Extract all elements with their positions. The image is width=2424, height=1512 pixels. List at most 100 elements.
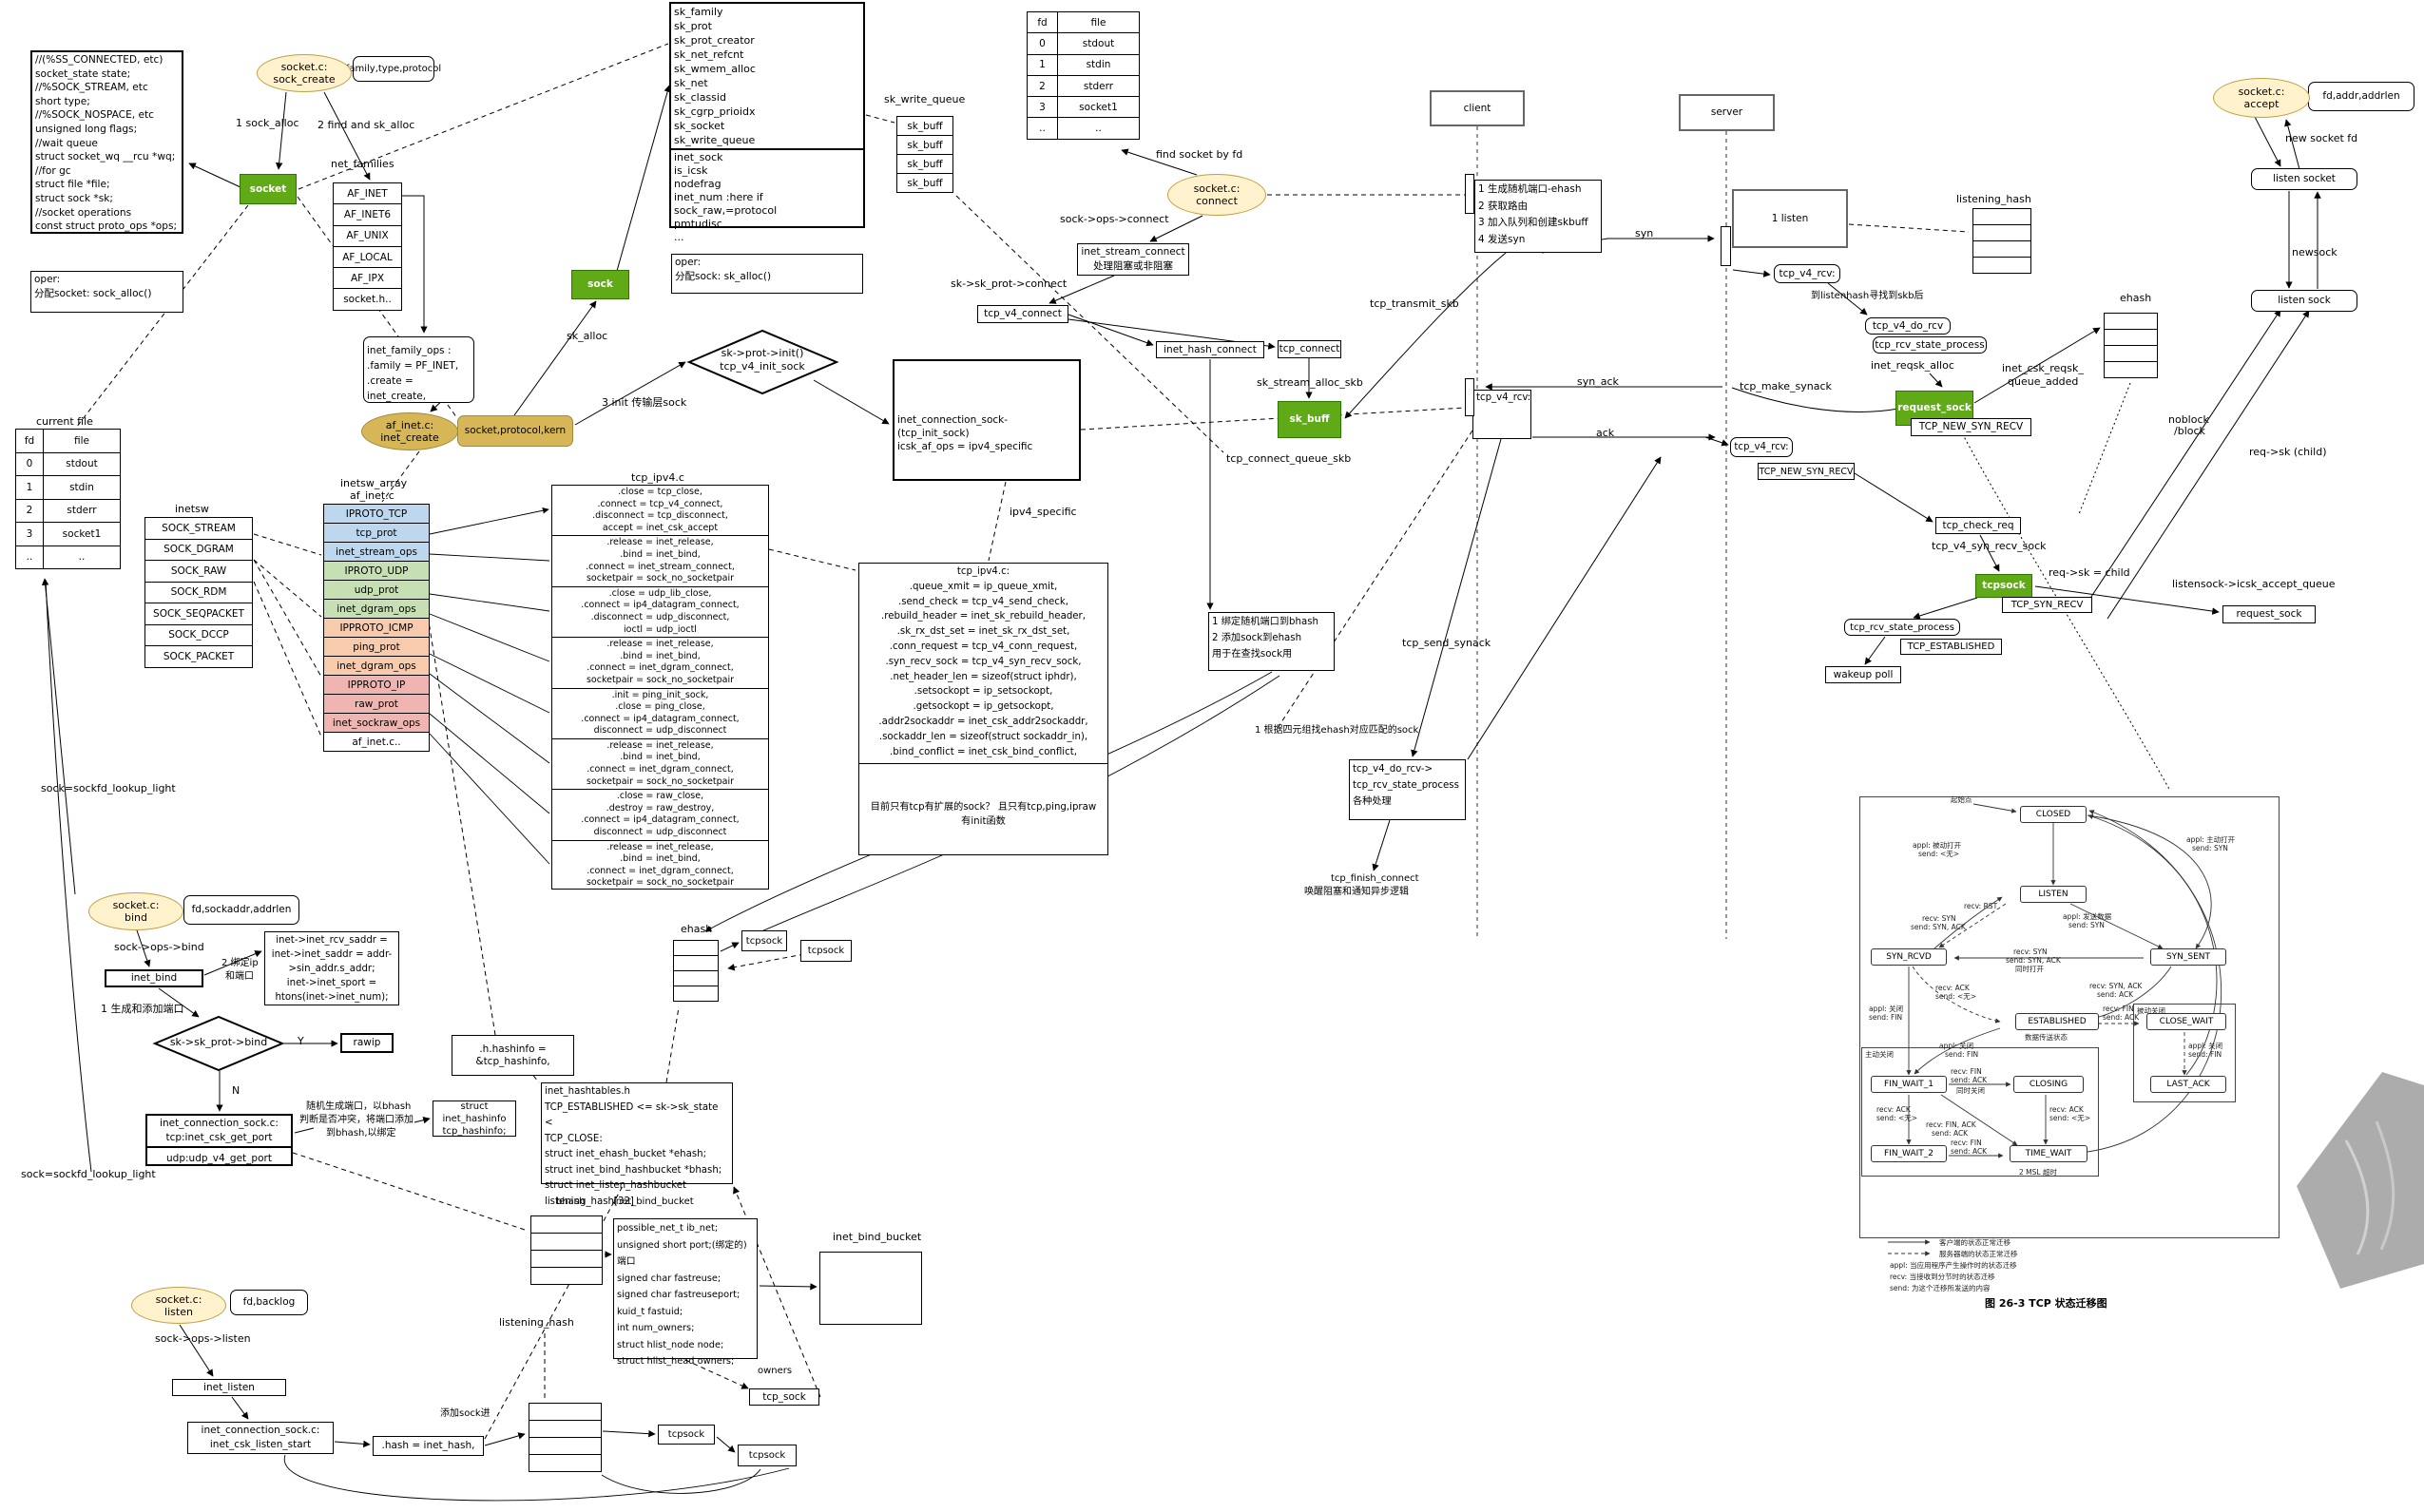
param-fd-backlog: fd,backlog [230,1290,308,1315]
st-3: recv: RST [1964,902,1998,910]
listening-hash-table-right-row [1972,224,2031,241]
tcp-ipv4-fields-box: tcp_ipv4.c:.queue_xmit = ip_queue_xmit,.… [858,563,1108,855]
listen-note-box: 1 listen [1732,189,1848,248]
legend-5: send: 为这个迁移所发送的内容 [1890,1284,1991,1292]
st-32: recv: ACK [2049,1105,2084,1114]
sk-buff-stack-row: sk_buff [896,154,953,174]
tcp-v4-rcv-rounded-1: tcp_v4_rcv: [1774,264,1840,283]
fd-file-table-top-cell: .. [1027,117,1058,140]
tcp-ipv4-ops-table-line: .destroy = raw_destroy, [606,802,715,813]
lbl-sock-ops-connect: sock->ops->connect [1060,213,1169,225]
bind-bucket-struct-box-line: struct hlist_node node; [617,1339,724,1350]
fd-file-table-top-cell: 3 [1027,96,1058,119]
green-socket: socket [240,174,297,204]
ellipse-listen-line: socket.c: [155,1292,202,1306]
tcp-established-box: TCP_ESTABLISHED [1900,639,2002,655]
lbl-tcp-connect-queue-skb: tcp_connect_queue_skb [1226,452,1352,465]
sock-struct-box-line: nodefrag [674,178,721,190]
inetsw-array-table-row: IPPROTO_IP [323,675,430,695]
st-38: 被动关闭 [2137,1006,2165,1015]
ellipse-sock-create-line: sock_create [273,73,336,86]
inet-listen-box-line: inet_listen [203,1381,255,1393]
diamond-sk-prot-bind [152,1015,285,1072]
wakeup-poll-box: wakeup poll [1825,666,1901,683]
ellipse-bind-line: bind [125,911,147,924]
inetsw-array-table-row: raw_prot [323,694,430,714]
inet-hashtables-box-line: TCP_CLOSE: [545,1133,603,1144]
inetsw-table-row: SOCK_DCCP [144,623,253,646]
listening-hash-table-right-row [1972,208,2031,225]
lbl-inet-bind-bucket-2: inet_bind_bucket [833,1231,922,1243]
current-file-table-cell: .. [43,545,121,569]
state-fin-wait-2-line: FIN_WAIT_2 [1883,1148,1933,1158]
param-family-type-protocol-line: family,type,protocol [345,64,442,74]
bhash-table-row [530,1267,603,1285]
fd-file-table-top-cell: stderr [1057,74,1140,98]
bar-server-1 [1721,226,1731,266]
tcp-ipv4-ops-table-line: socketpair = sock_no_socketpair [586,877,735,889]
listen-hash-table-row [529,1403,602,1421]
sock-struct-box-line: sk_socket [674,120,725,132]
tcp-established-box-line: TCP_ESTABLISHED [1907,641,1995,652]
ellipse-connect: socket.c:connect [1167,174,1266,216]
listen-sock-rounded: listen sock [2251,290,2357,312]
sock-oper-box-line: oper: [675,257,702,268]
connect-note-box-line: 1 生成随机端口-ehash [1478,183,1582,195]
tcp-ipv4-fields-box-line: .bind_conflict = inet_csk_bind_conflict, [890,746,1077,757]
conn-steps-box-line: 2 添加sock到ehash [1212,633,1302,643]
lbl-gen-add-port: 1 生成和添加端口 [101,1003,184,1015]
fd-file-table-top-cell: stdin [1057,53,1140,76]
fd-file-table-top-cell: socket1 [1057,96,1140,119]
tcpsock-box-a-line: tcpsock [745,935,783,947]
st-5: send: SYN [2192,844,2228,852]
hashinfo-assign-box: .h.hashinfo = &tcp_hashinfo, [452,1035,574,1076]
sock-struct-box-line: sk_write_queue [674,134,756,146]
tcp-ipv4-ops-table-line: disconnect = udp_disconnect [593,827,727,838]
bind-bucket-struct-box-line: signed char fastreuseport; [617,1290,741,1300]
lbl-listenhash-find: 到listenhash寻找到skb后 [1811,291,1924,301]
ehash-table-2-row [673,955,719,971]
tcp-rcv-state-process-rounded-2: tcp_rcv_state_process [1844,619,1960,636]
bind-detail-box-line: htons(inet->inet_num); [275,991,389,1003]
tcp-ipv4-fields-box-line: .syn_recv_sock = tcp_v4_syn_recv_sock, [885,656,1082,667]
state-closing: CLOSING [2013,1076,2084,1093]
green-tcpsock: tcpsock [1975,574,2032,598]
socket-struct-box: //(%SS_CONNECTED, etc)socket_state state… [30,50,183,234]
do-rcv-box-line: 各种处理 [1353,796,1392,807]
ellipse-accept-line: socket.c: [2238,86,2285,98]
state-close-wait: CLOSE_WAIT [2146,1013,2226,1030]
sock-struct-box-line: is_icsk [674,164,708,177]
param-fd-addr-addrlen-line: fd,addr,addrlen [2322,90,2400,102]
lbl-match-ehash: 1 根据四元组找ehash对应匹配的sock [1255,725,1419,736]
ehash-table-right-row [2104,361,2158,378]
lbl-diamond1-2: tcp_v4_init_sock [720,360,805,373]
bar-client-1 [1465,174,1474,214]
ehash-table-2-row [673,986,719,1002]
legend-4: recv: 当接收到分节时的状态迁移 [1890,1273,1995,1281]
conn-steps-box-line: 1 绑定随机端口到bhash [1212,617,1318,627]
st-30: recv: FIN, ACK [1926,1120,1976,1129]
lbl-reqsk-queue-added-1: inet_csk_reqsk_ [2002,362,2084,374]
st-9: send: SYN [2068,921,2105,929]
ehash-table-right [2104,313,2158,378]
green-socket-line: socket [249,182,287,195]
state-established: ESTABLISHED [2015,1013,2099,1030]
current-file-table-cell: 0 [15,451,44,476]
get-port-box: inet_connection_sock.c:tcp:inet_csk_get_… [145,1114,293,1166]
tcp-rcv-state-process-rounded: tcp_rcv_state_process [1873,336,1987,354]
ehash-table-right-row [2104,313,2158,330]
state-closed: CLOSED [2020,806,2087,823]
tcp-new-syn-recv-box-2-line: TCP_NEW_SYN_RECV [1759,466,1854,477]
request-sock-box-2: request_sock [2222,605,2316,623]
tcp-ipv4-ops-table-line: .bind = inet_bind, [620,752,701,763]
sock-struct-box-line: pmtudisc [674,218,722,230]
icsk-box-line: inet_connection_sock-(tcp_init_sock) [897,414,1009,439]
lbl-bind-ip-port-2: 和端口 [225,971,254,982]
socket-struct-box-line: //wait queue [35,137,98,149]
inetsw-array-table-row: inet_dgram_ops [323,599,430,619]
sk-buff-stack-row: sk_buff [896,135,953,155]
